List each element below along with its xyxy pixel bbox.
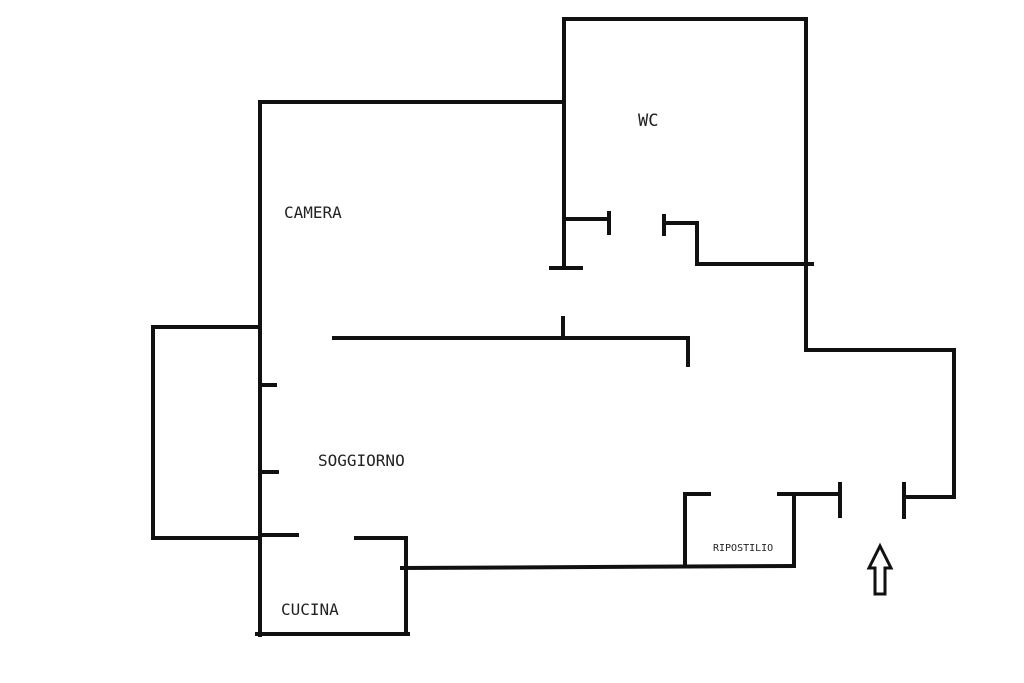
room-label-wc: WC bbox=[638, 111, 658, 131]
entrance-arrow bbox=[866, 542, 894, 596]
room-label-camera: CAMERA bbox=[284, 203, 342, 222]
room-labels: WC CAMERA SOGGIORNO CUCINA RIPOSTILIO bbox=[281, 111, 773, 619]
up-arrow-icon bbox=[866, 542, 894, 596]
walls bbox=[151, 17, 956, 637]
wall bbox=[399, 563, 797, 571]
room-label-cucina: CUCINA bbox=[281, 600, 339, 619]
room-label-ripostilio: RIPOSTILIO bbox=[713, 543, 773, 554]
room-label-soggiorno: SOGGIORNO bbox=[318, 451, 405, 470]
